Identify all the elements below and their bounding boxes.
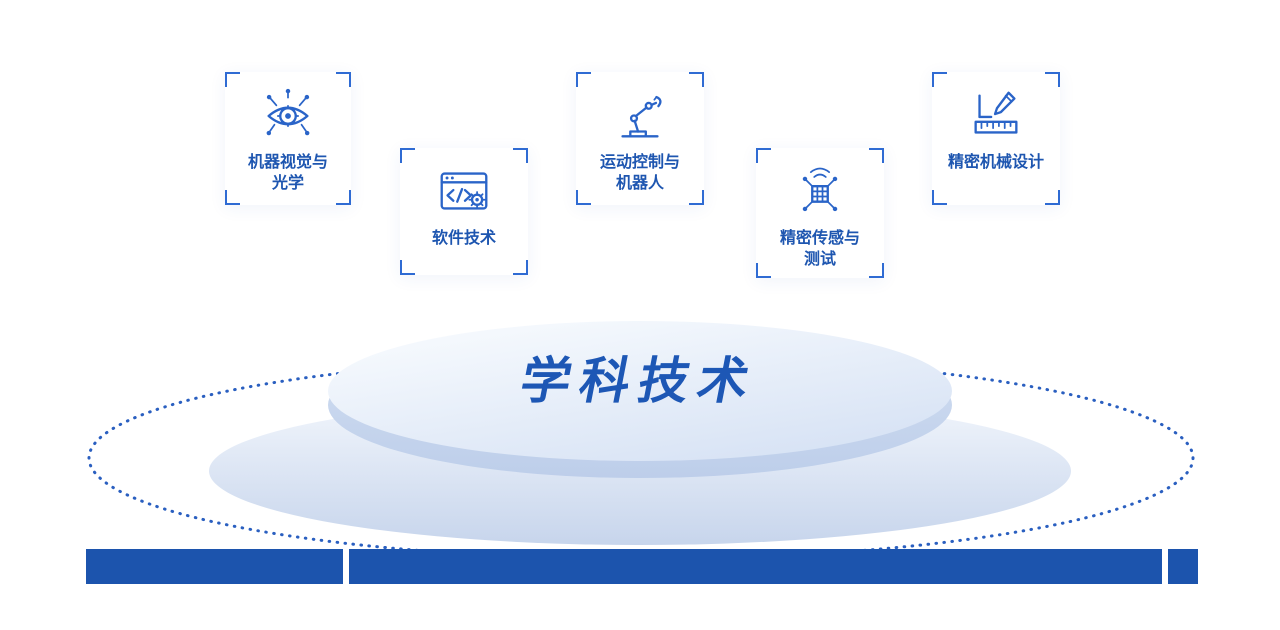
bracket-top-right	[689, 72, 704, 87]
card-precision-sensing-testing: 精密传感与 测试	[756, 148, 884, 278]
bracket-bottom-left	[400, 260, 415, 275]
diagram-title: 学科技术	[0, 341, 1280, 413]
card-motion-control-robotics: 运动控制与 机器人	[576, 72, 704, 205]
robot-arm-icon	[609, 85, 671, 147]
diagram-title-text: 学科技术	[515, 353, 763, 409]
mechanical-design-icon	[965, 85, 1027, 147]
bracket-top-left	[932, 72, 947, 87]
bar-gap	[1162, 549, 1168, 584]
card-precision-mechanical-design: 精密机械设计	[932, 72, 1060, 205]
bracket-bottom-right	[513, 260, 528, 275]
bracket-top-right	[869, 148, 884, 163]
bracket-bottom-right	[336, 190, 351, 205]
precision-sensor-icon	[789, 161, 851, 223]
card-machine-vision-optics: 机器视觉与 光学	[225, 72, 351, 205]
bracket-bottom-right	[1045, 190, 1060, 205]
bar-gap	[343, 549, 349, 584]
platform-base-disc	[209, 397, 1071, 545]
bracket-bottom-left	[756, 263, 771, 278]
bracket-top-right	[1045, 72, 1060, 87]
card-label: 精密传感与 测试	[779, 230, 860, 269]
bracket-top-left	[225, 72, 240, 87]
bracket-top-left	[576, 72, 591, 87]
card-label: 软件技术	[431, 230, 496, 247]
card-label: 运动控制与 机器人	[599, 154, 680, 193]
bracket-top-right	[336, 72, 351, 87]
bracket-top-right	[513, 148, 528, 163]
bracket-bottom-left	[225, 190, 240, 205]
card-label: 精密机械设计	[947, 154, 1044, 171]
card-software-technology: 软件技术	[400, 148, 528, 275]
bracket-top-left	[400, 148, 415, 163]
base-bar	[86, 549, 1198, 584]
card-label: 机器视觉与 光学	[247, 154, 328, 193]
bracket-bottom-left	[932, 190, 947, 205]
bracket-bottom-right	[689, 190, 704, 205]
machine-vision-icon	[257, 85, 319, 147]
bracket-bottom-right	[869, 263, 884, 278]
software-technology-icon	[433, 161, 495, 223]
bracket-bottom-left	[576, 190, 591, 205]
bracket-top-left	[756, 148, 771, 163]
